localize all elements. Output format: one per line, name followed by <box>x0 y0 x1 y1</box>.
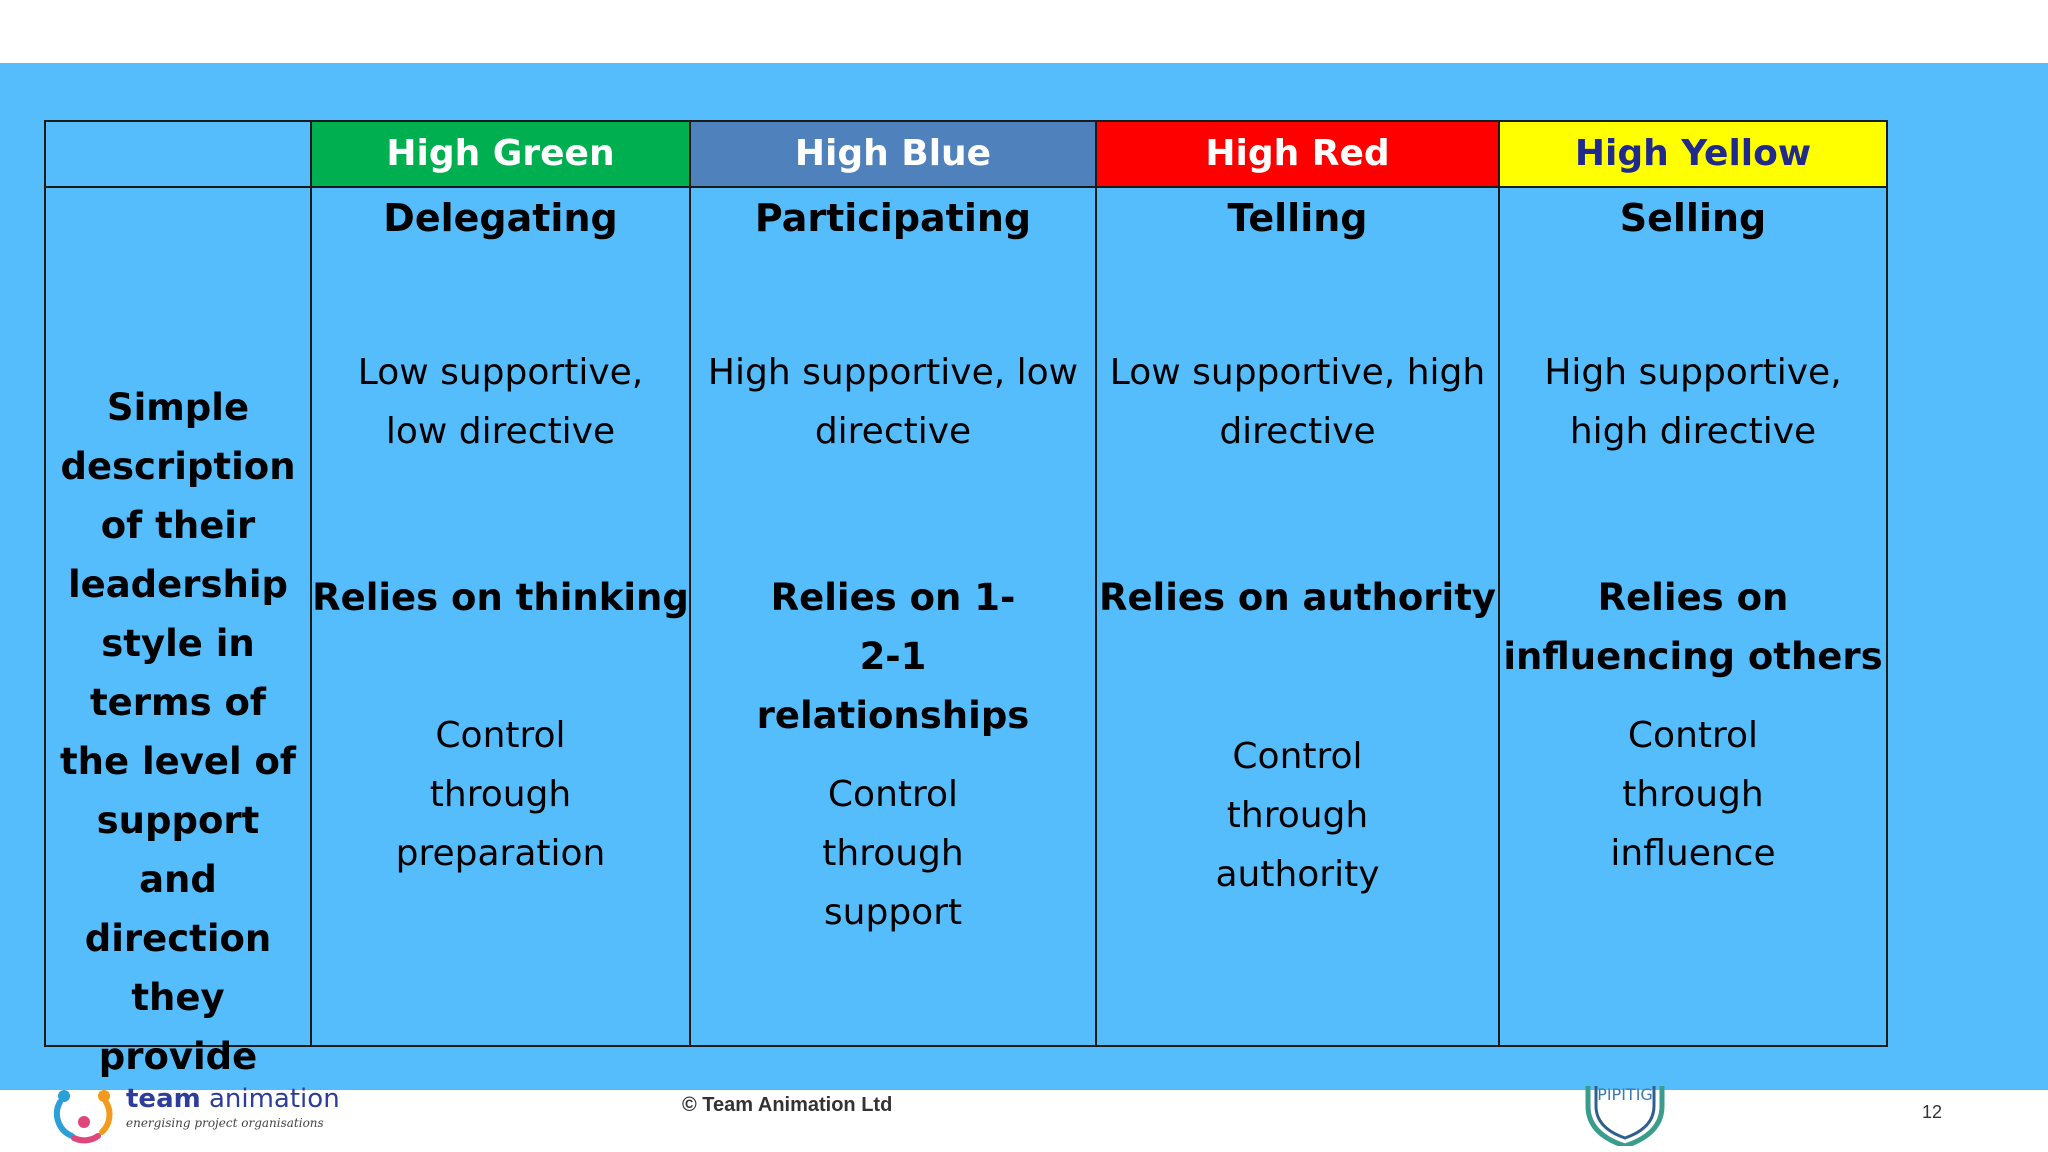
style-control: Control through support <box>822 774 964 933</box>
header-high-green: High Green <box>310 120 691 188</box>
style-relies: Relies on thinking <box>312 576 689 619</box>
column-selling: Selling High supportive, high directive … <box>1498 186 1888 1047</box>
team-people-icon <box>53 1090 113 1144</box>
style-description: Low supportive, low directive <box>357 352 644 452</box>
style-control: Control through authority <box>1215 736 1380 895</box>
column-telling: Telling Low supportive, high directive R… <box>1095 186 1500 1047</box>
row-label: Simple description of their leadership s… <box>59 386 297 1078</box>
column-delegating: Delegating Low supportive, low directive… <box>310 186 691 1047</box>
style-relies: Relies on influencing others <box>1503 576 1883 678</box>
style-description: High supportive, low directive <box>707 352 1079 452</box>
logo-word-bold: team <box>126 1084 201 1114</box>
logo-tagline: energising project organisations <box>126 1116 324 1130</box>
style-name: Delegating <box>383 196 618 240</box>
header-empty-cell <box>44 120 312 188</box>
style-name: Participating <box>754 196 1032 240</box>
header-label: High Green <box>386 133 615 174</box>
style-control: Control through influence <box>1610 715 1776 874</box>
style-name: Selling <box>1619 196 1767 240</box>
header-high-red: High Red <box>1095 120 1500 188</box>
header-label: High Yellow <box>1574 133 1812 174</box>
team-animation-logo: team animation energising project organi… <box>50 1082 340 1144</box>
style-relies: Relies on authority <box>1098 576 1497 619</box>
partner-shield-logo: PIPITIG <box>1585 1086 1665 1146</box>
page-number: 12 <box>1922 1102 1943 1122</box>
header-label: High Blue <box>794 133 992 174</box>
logo-wordmark: team animation <box>126 1084 340 1114</box>
row-label-cell: Simple description of their leadership s… <box>44 186 312 1078</box>
style-relies: Relies on 1-2-1 relationships <box>756 576 1030 737</box>
style-description: Low supportive, high directive <box>1109 352 1486 452</box>
style-name: Telling <box>1227 196 1368 240</box>
header-row: High Green High Blue High Red High Yello… <box>44 120 1888 188</box>
header-high-yellow: High Yellow <box>1498 120 1888 188</box>
style-description: High supportive, high directive <box>1544 352 1842 452</box>
column-participating: Participating High supportive, low direc… <box>689 186 1097 1047</box>
body-row: Simple description of their leadership s… <box>44 186 1888 1078</box>
partner-logo-text: PIPITIG <box>1597 1086 1653 1104</box>
header-high-blue: High Blue <box>689 120 1097 188</box>
header-label: High Red <box>1205 133 1390 174</box>
leadership-styles-table: High Green High Blue High Red High Yello… <box>44 120 1888 1078</box>
logo-word-light: animation <box>200 1084 340 1114</box>
copyright-text: © Team Animation Ltd <box>682 1094 893 1116</box>
style-control: Control through preparation <box>395 715 606 874</box>
